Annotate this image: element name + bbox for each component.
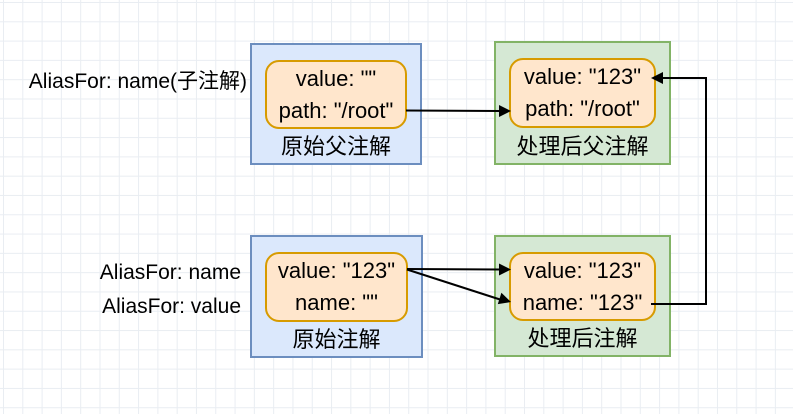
node-processed-parent[interactable]: value: "123" path: "/root" 处理后父注解 <box>494 41 671 165</box>
node-original-parent[interactable]: value: "" path: "/root" 原始父注解 <box>250 43 422 165</box>
field-value: value: "123" <box>277 258 396 283</box>
fields-box-original-parent: value: "" path: "/root" <box>265 60 407 129</box>
fields-box-processed-parent: value: "123" path: "/root" <box>509 58 656 128</box>
node-label-original-parent: 原始父注解 <box>280 134 391 159</box>
node-label-processed-parent: 处理后父注解 <box>516 133 649 159</box>
field-name: name: "" <box>295 290 378 315</box>
node-label-original-annotation: 原始注解 <box>292 327 381 352</box>
side-note-alias-value: AliasFor: value <box>102 295 241 318</box>
field-value: value: "123" <box>523 64 642 89</box>
side-note-alias-name: AliasFor: name <box>99 261 241 284</box>
node-original-annotation[interactable]: value: "123" name: "" 原始注解 <box>250 235 423 358</box>
field-value: value: "" <box>295 65 377 91</box>
node-label-processed-annotation: 处理后注解 <box>527 326 638 351</box>
field-name: name: "123" <box>522 289 643 315</box>
fields-box-original-annotation: value: "123" name: "" <box>265 252 408 322</box>
side-note-alias-parent: AliasFor: name(子注解) <box>28 70 247 93</box>
field-path: path: "/root" <box>525 96 640 121</box>
node-processed-annotation[interactable]: value: "123" name: "123" 处理后注解 <box>494 235 671 357</box>
fields-box-processed-annotation: value: "123" name: "123" <box>509 252 656 321</box>
field-path: path: "/root" <box>278 97 394 123</box>
field-value: value: "123" <box>523 257 642 283</box>
